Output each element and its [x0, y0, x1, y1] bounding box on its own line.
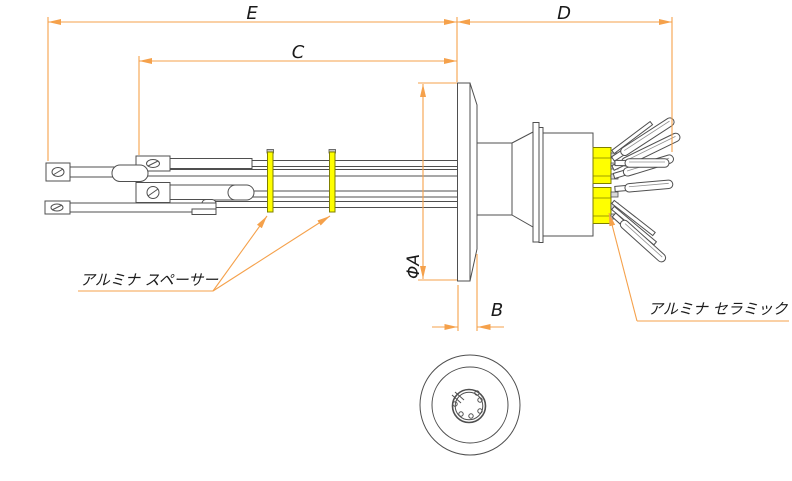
- weld-disc: [532, 122, 540, 243]
- dimension-c-label: C: [292, 42, 305, 63]
- lead-wire: [249, 190, 460, 198]
- weld-disc-lip: [538, 127, 544, 243]
- side-view: [44, 82, 681, 282]
- spacer-label: アルミナ スペーサー: [80, 271, 219, 289]
- flange-plate: [457, 82, 471, 282]
- pin-circle: [477, 408, 483, 414]
- lead-wire: [249, 160, 460, 167]
- dimension-b: B: [432, 254, 504, 331]
- lead-wire: [213, 201, 460, 208]
- spacer-callout: アルミナ スペーサー: [78, 215, 331, 292]
- flange-knife-edge: [469, 82, 478, 282]
- pin-circle: [474, 390, 480, 396]
- flange: [457, 82, 478, 282]
- crimp-wire: [611, 120, 654, 155]
- connector-body-group: [469, 122, 594, 243]
- dimension-b-label: B: [491, 300, 503, 321]
- terminal-upper-back: [135, 155, 253, 172]
- keyway-line: [451, 394, 462, 404]
- dimension-d: D: [457, 3, 673, 152]
- ceramic-callout: アルミナ セラミック: [608, 212, 789, 322]
- pin-circle: [458, 411, 464, 417]
- alumina-spacer-bar: [329, 151, 336, 213]
- keyway-line: [454, 391, 465, 401]
- pin-circle: [477, 397, 483, 403]
- solder-terminals: [44, 155, 255, 215]
- crimp-terminal: [610, 117, 675, 162]
- bottom-view: [419, 354, 521, 456]
- alumina-spacer-bar: [267, 151, 274, 213]
- leader-line: [212, 215, 268, 292]
- pin-circle: [452, 401, 458, 407]
- bolt-circle: [431, 366, 509, 444]
- pin-stub: [610, 191, 619, 198]
- crimp-terminal: [611, 212, 667, 263]
- lead-wire: [145, 169, 460, 177]
- terminal-tab: [191, 208, 217, 215]
- leader-line: [212, 215, 331, 292]
- crimp-wire: [611, 199, 656, 237]
- connector-body: [542, 132, 594, 237]
- terminal-barrel: [227, 184, 255, 201]
- terminal-lower-front: [44, 200, 217, 215]
- pin-circle: [468, 413, 474, 419]
- terminal-arm: [167, 158, 253, 169]
- dimension-e: E: [47, 3, 457, 161]
- alumina-ceramic-block-lower: [592, 187, 612, 224]
- alumina-spacers: [266, 149, 336, 213]
- output-pins: [610, 117, 681, 263]
- leader-line: [608, 212, 638, 322]
- alumina-ceramic-block-upper: [592, 147, 612, 184]
- dimension-d-label: D: [557, 3, 571, 24]
- flange-outline-circle: [419, 354, 521, 456]
- crimp-terminal: [614, 158, 670, 168]
- dimension-c: C: [138, 17, 458, 155]
- crimp-terminal: [614, 179, 674, 193]
- hub-pins: [451, 390, 483, 419]
- cone-reducer: [511, 131, 534, 228]
- terminal-barrel: [111, 164, 149, 182]
- terminal-upper-front: [45, 162, 149, 182]
- ceramic-label: アルミナ セラミック: [648, 300, 789, 318]
- dimension-phi-a-label: ΦA: [404, 254, 424, 279]
- dimension-e-label: E: [246, 3, 258, 24]
- dimension-phi-a: ΦA: [404, 82, 457, 281]
